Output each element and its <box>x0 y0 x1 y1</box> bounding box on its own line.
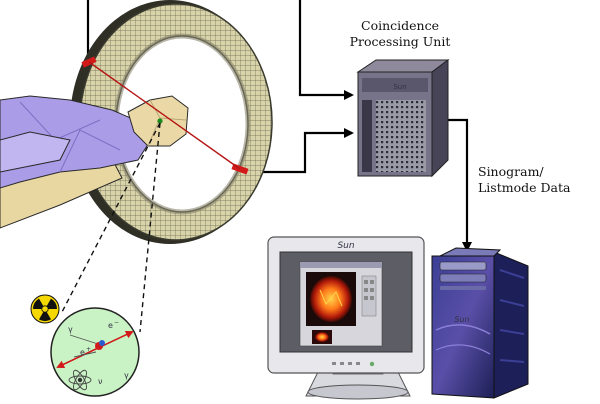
annihilation-point <box>157 118 163 124</box>
gamma-left-label: γ <box>68 325 73 334</box>
cable-ring-to-cpu <box>262 128 354 174</box>
cable-cpu-to-tower <box>445 118 472 252</box>
cpu-brand: Sun <box>393 83 406 91</box>
line-of-response <box>88 61 241 170</box>
pet-image <box>310 276 352 322</box>
positron-sup: + <box>86 346 91 353</box>
data-label-line2: Listmode Data <box>478 180 571 195</box>
zoom-lines <box>61 122 161 333</box>
monitor-brand: Sun <box>337 241 354 251</box>
annihilation-inset: γ γ e − e + ν <box>50 307 140 397</box>
patient <box>0 95 189 229</box>
signal-cables <box>86 0 472 252</box>
coincidence-processing-unit: Sun <box>356 59 450 178</box>
monitor: Sun <box>267 236 425 400</box>
radiation-icon <box>30 294 60 324</box>
data-label-line1: Sinogram/ <box>478 164 544 179</box>
positron-label: e <box>80 348 85 357</box>
cable-top-to-cpu <box>298 0 354 100</box>
nucleus <box>68 369 92 391</box>
electron-label: e <box>108 321 113 330</box>
gamma-right-label: γ <box>124 371 129 380</box>
cpu-label-line1: Coincidence <box>361 18 439 33</box>
neutrino-label: ν <box>98 377 103 386</box>
tower-brand: Sun <box>454 315 469 324</box>
electron-sup: − <box>114 319 119 326</box>
workstation-tower: Sun <box>431 247 529 399</box>
cpu-label-line2: Processing Unit <box>350 34 451 49</box>
